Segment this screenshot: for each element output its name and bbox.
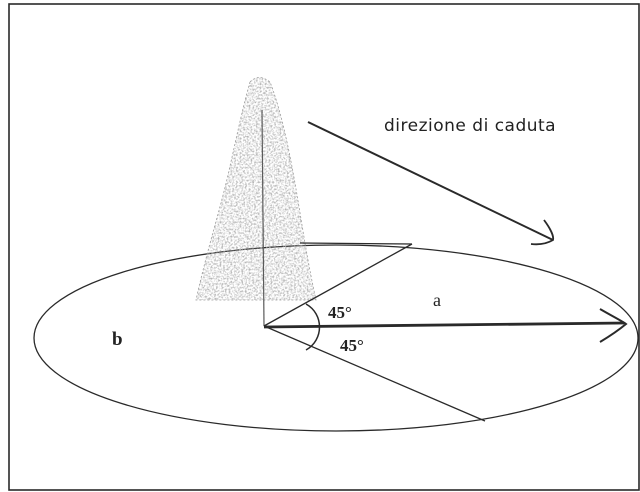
angle-lower-label: 45° <box>340 336 364 355</box>
arrow-right-icon <box>263 308 628 343</box>
angle-upper-label: 45° <box>328 303 352 322</box>
boundary-line-lower <box>263 325 486 422</box>
danger-zone-ellipse <box>33 244 639 432</box>
angle-arc <box>305 303 321 351</box>
conifer-tree-icon <box>195 77 317 327</box>
zone-b-label: b <box>112 329 123 350</box>
fall-direction-arrow <box>307 121 555 246</box>
zone-a-label: a <box>433 290 441 310</box>
boundary-line-upper-extension <box>299 242 413 245</box>
fall-direction-label: direzione di caduta <box>384 116 556 136</box>
boundary-line-upper <box>263 243 413 327</box>
diagram-frame <box>8 3 640 491</box>
